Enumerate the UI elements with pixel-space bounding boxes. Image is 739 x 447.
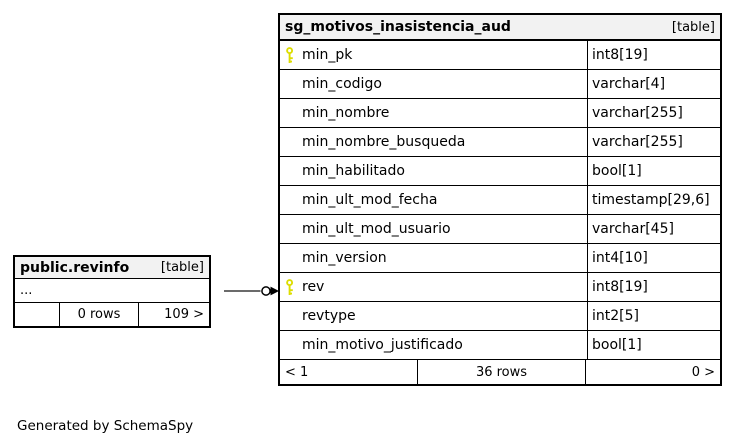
table-title: sg_motivos_inasistencia_aud — [285, 19, 511, 35]
column-name-cell: rev — [280, 273, 588, 301]
fk-relationship-connector — [224, 286, 279, 296]
column-name: min_pk — [302, 47, 353, 63]
generated-by-credit: Generated by SchemaSpy — [17, 418, 194, 434]
column-name-cell: revtype — [280, 302, 588, 330]
column-row-min_ult_mod_fecha: min_ult_mod_fecha timestamp[29,6] — [280, 186, 720, 215]
column-row-rev: rev int8[19] — [280, 273, 720, 302]
table-footer: < 1 36 rows 0 > — [280, 360, 720, 384]
column-row-min_version: min_version int4[10] — [280, 244, 720, 273]
column-name-cell: min_ult_mod_usuario — [280, 215, 588, 243]
table-node-sg-motivos-inasistencia-aud[interactable]: sg_motivos_inasistencia_aud [table] min_… — [278, 13, 722, 386]
column-name: revtype — [302, 308, 356, 324]
connector-arrowhead — [270, 286, 279, 296]
column-type: varchar[4] — [592, 76, 666, 92]
primary-key-icon — [285, 278, 298, 296]
column-name-cell: min_pk — [280, 41, 588, 69]
column-row-min_codigo: min_codigo varchar[4] — [280, 70, 720, 99]
column-name-cell: min_ult_mod_fecha — [280, 186, 588, 214]
column-name: min_version — [302, 250, 387, 266]
column-name-cell: min_motivo_justificado — [280, 331, 588, 359]
primary-key-icon — [285, 46, 298, 64]
column-type: varchar[45] — [592, 221, 674, 237]
row-count: 0 rows — [59, 303, 138, 326]
pager-prev — [15, 303, 59, 326]
column-name-cell: min_habilitado — [280, 157, 588, 185]
connector-circle-endpoint — [261, 286, 271, 296]
column-type: int2[5] — [592, 308, 639, 324]
column-name-cell: min_nombre — [280, 99, 588, 127]
table-node-public-revinfo[interactable]: public.revinfo [table] ... 0 rows 109 > — [13, 255, 211, 328]
pager-prev: < 1 — [285, 364, 309, 380]
column-row-min_pk: min_pk int8[19] — [280, 41, 720, 70]
column-list: min_pk int8[19] min_codigo varchar[4] min_no… — [280, 41, 720, 360]
column-row-revtype: revtype int2[5] — [280, 302, 720, 331]
column-type: bool[1] — [592, 163, 642, 179]
table-header: sg_motivos_inasistencia_aud [table] — [280, 15, 720, 41]
pager-next: 0 > — [585, 360, 720, 384]
table-type-badge: [table] — [671, 19, 715, 35]
column-name: min_habilitado — [302, 163, 405, 179]
pager-next: 109 > — [138, 303, 209, 326]
table-title: public.revinfo — [20, 259, 130, 276]
column-row-min_habilitado: min_habilitado bool[1] — [280, 157, 720, 186]
column-name: min_ult_mod_fecha — [302, 192, 438, 208]
column-type: int8[19] — [592, 47, 648, 63]
column-name: rev — [302, 279, 325, 295]
column-type: varchar[255] — [592, 134, 683, 150]
column-type: int8[19] — [592, 279, 648, 295]
column-name: min_ult_mod_usuario — [302, 221, 451, 237]
column-name: min_motivo_justificado — [302, 337, 463, 353]
column-type: bool[1] — [592, 337, 642, 353]
table-footer: 0 rows 109 > — [15, 303, 209, 326]
column-type: varchar[255] — [592, 105, 683, 121]
row-count: 36 rows — [417, 360, 585, 384]
column-name-cell: min_version — [280, 244, 588, 272]
column-name: min_codigo — [302, 76, 382, 92]
table-type-badge: [table] — [160, 260, 204, 275]
columns-ellipsis: ... — [15, 279, 209, 303]
column-name: min_nombre_busqueda — [302, 134, 466, 150]
column-type: timestamp[29,6] — [592, 192, 710, 208]
column-row-min_motivo_justificado: min_motivo_justificado bool[1] — [280, 331, 720, 360]
column-row-min_ult_mod_usuario: min_ult_mod_usuario varchar[45] — [280, 215, 720, 244]
column-name-cell: min_nombre_busqueda — [280, 128, 588, 156]
column-name: min_nombre — [302, 105, 390, 121]
column-type: int4[10] — [592, 250, 648, 266]
column-row-min_nombre: min_nombre varchar[255] — [280, 99, 720, 128]
table-header: public.revinfo [table] — [15, 257, 209, 279]
column-name-cell: min_codigo — [280, 70, 588, 98]
column-row-min_nombre_busqueda: min_nombre_busqueda varchar[255] — [280, 128, 720, 157]
